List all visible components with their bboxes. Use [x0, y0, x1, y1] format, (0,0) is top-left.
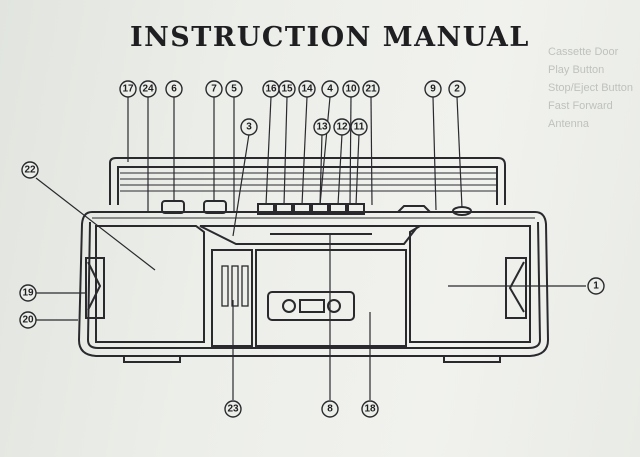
- callout-label: 2: [454, 84, 460, 95]
- callout-label: 6: [171, 84, 177, 95]
- left-side-grille: [85, 257, 105, 319]
- show-through-line: Stop/Eject Button: [548, 82, 633, 94]
- knob-7: [203, 200, 227, 214]
- callout-23: [224, 400, 242, 418]
- switch-9: [397, 205, 431, 213]
- carry-handle: [109, 157, 506, 205]
- callout-17: [119, 80, 137, 98]
- callout-5: [225, 80, 243, 98]
- callout-label: 15: [281, 84, 293, 95]
- callout-11: [350, 118, 368, 136]
- callout-20: [19, 311, 37, 329]
- left-speaker-grille: [95, 225, 205, 343]
- callout-label: 9: [430, 84, 436, 95]
- callout-label: 19: [22, 288, 34, 299]
- callout-label: 18: [364, 404, 376, 415]
- show-through-line: Fast Forward: [548, 100, 613, 112]
- callout-label: 11: [354, 122, 365, 133]
- callout-labels: 17 24 6 7 5 3 16 15 14 4 10 21 13 12 11 …: [22, 84, 599, 415]
- callout-label: 4: [327, 84, 333, 95]
- callout-label: 13: [316, 122, 328, 133]
- callout-3: [240, 118, 258, 136]
- callout-label: 16: [265, 84, 277, 95]
- page-title: INSTRUCTION MANUAL: [130, 22, 530, 53]
- callout-6: [165, 80, 183, 98]
- callout-13: [313, 118, 331, 136]
- callout-24: [139, 80, 157, 98]
- callout-label: 17: [122, 84, 134, 95]
- callout-label: 12: [336, 122, 348, 133]
- callout-label: 20: [22, 315, 34, 326]
- callout-label: 5: [231, 84, 237, 95]
- callout-label: 14: [301, 84, 313, 95]
- callout-12: [333, 118, 351, 136]
- show-through-line: Antenna: [548, 118, 589, 130]
- callout-18: [361, 400, 379, 418]
- callout-4: [321, 80, 339, 98]
- callout-9: [424, 80, 442, 98]
- equalizer-panel: [211, 249, 253, 347]
- callout-19: [19, 284, 37, 302]
- callout-label: 21: [365, 84, 377, 95]
- cassette-door: [255, 249, 407, 347]
- callout-14: [298, 80, 316, 98]
- callout-7: [205, 80, 223, 98]
- right-speaker-grille: [409, 225, 531, 343]
- callout-label: 10: [345, 84, 357, 95]
- callout-10: [342, 80, 360, 98]
- show-through-line: Play Button: [548, 64, 605, 76]
- callout-label: 7: [211, 84, 217, 95]
- callout-label: 8: [327, 404, 333, 415]
- callout-label: 1: [593, 281, 599, 292]
- callout-1: [587, 277, 605, 295]
- callout-markers: [19, 80, 605, 418]
- callout-label: 3: [246, 122, 252, 133]
- callout-15: [278, 80, 296, 98]
- show-through-line: Cassette Door: [548, 46, 619, 58]
- cassette-window: [267, 291, 355, 321]
- callout-label: 24: [142, 84, 154, 95]
- callout-21: [362, 80, 380, 98]
- callout-label: 23: [227, 404, 239, 415]
- knob-6: [161, 200, 185, 214]
- right-side-grille: [505, 257, 527, 319]
- callout-22: [21, 161, 39, 179]
- callout-label: 22: [24, 165, 36, 176]
- callout-8: [321, 400, 339, 418]
- callout-2: [448, 80, 466, 98]
- tuning-dial: [199, 225, 421, 245]
- radio-body: [77, 211, 550, 357]
